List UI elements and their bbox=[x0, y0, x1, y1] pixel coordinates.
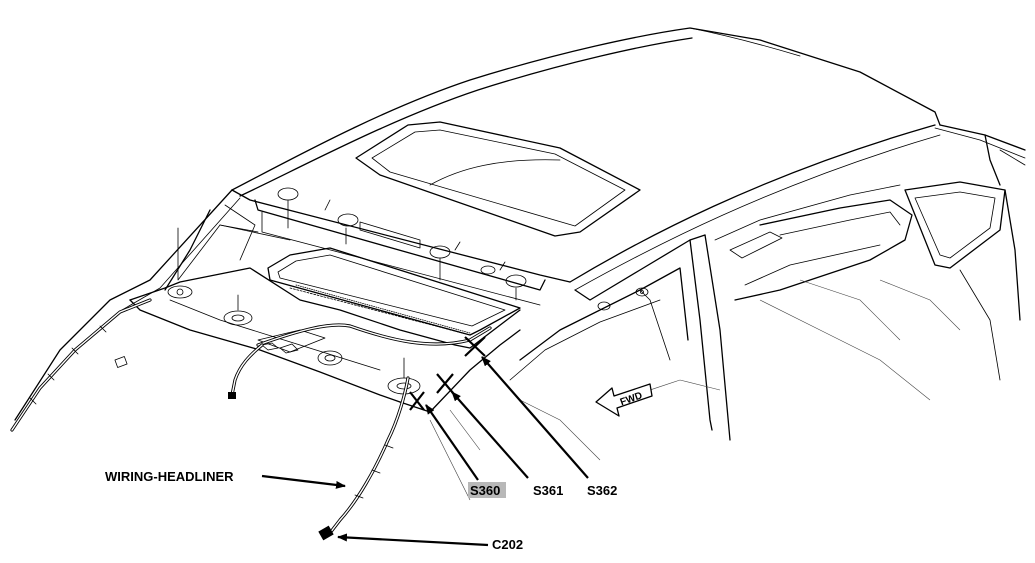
leader-c202 bbox=[337, 533, 489, 547]
splice-marks bbox=[409, 336, 486, 411]
harness-clips bbox=[29, 325, 394, 499]
wiring-harness bbox=[10, 298, 492, 541]
splice-mark-s362 bbox=[464, 336, 486, 357]
headliner-panel bbox=[114, 187, 527, 413]
label-s362: S362 bbox=[587, 483, 617, 498]
leader-s362 bbox=[481, 356, 589, 479]
leader-wiring-headliner bbox=[261, 474, 346, 489]
fwd-direction-arrow: FWD bbox=[595, 383, 653, 417]
label-s360-highlight bbox=[468, 482, 506, 498]
label-wiring-headliner: WIRING-HEADLINER bbox=[105, 469, 234, 484]
c202-connector bbox=[318, 525, 334, 541]
splice-mark-s361 bbox=[436, 373, 454, 394]
leader-s361 bbox=[451, 391, 529, 479]
left-branch-connector bbox=[228, 392, 236, 399]
vehicle-body-outline bbox=[14, 27, 1026, 501]
label-s360: S360 bbox=[470, 483, 500, 498]
callout-labels: WIRING-HEADLINER S360 S361 S362 C202 bbox=[105, 469, 617, 552]
label-s361: S361 bbox=[533, 483, 563, 498]
label-c202: C202 bbox=[492, 537, 523, 552]
callout-leaders bbox=[261, 356, 589, 547]
splice-mark-s360 bbox=[409, 391, 425, 411]
leader-s360 bbox=[425, 404, 479, 481]
